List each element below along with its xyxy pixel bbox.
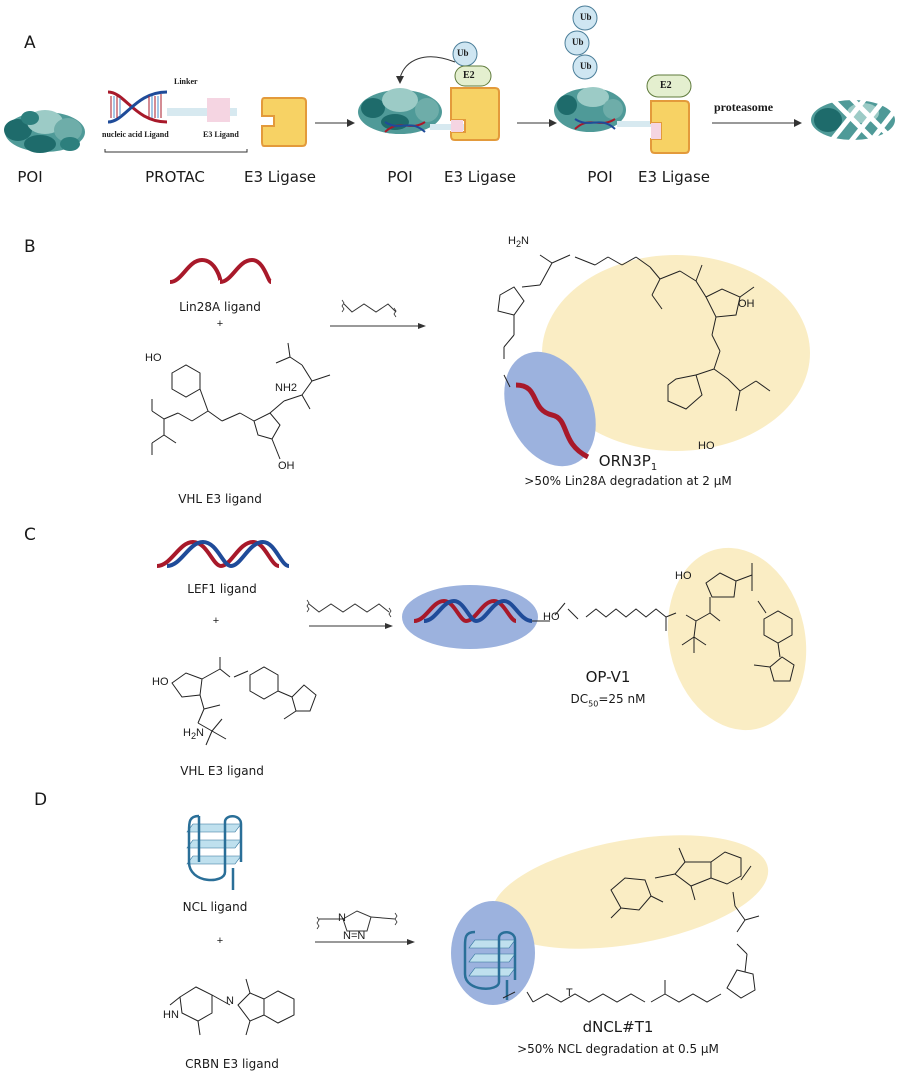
vhl-e3-ligand-label-b: VHL E3 ligand <box>178 492 262 506</box>
e2-label: E2 <box>463 70 475 81</box>
alkyl-linker-arrow-icon <box>330 299 426 329</box>
poi-label: POI <box>17 168 43 186</box>
nucleic-acid-helix-icon <box>107 90 168 124</box>
vhl-ligand-structure-b <box>151 342 331 460</box>
e2-icon <box>454 65 492 87</box>
nucleic-acid-ligand-label: nucleic acid Ligand <box>102 130 169 139</box>
ncl-ligand-label: NCL ligand <box>182 900 248 914</box>
op-v1-structure <box>402 547 807 731</box>
panel-c-letter: C <box>24 525 36 545</box>
atom-ho: HO <box>145 352 162 364</box>
polyubiquitinated-complex-icon <box>554 5 692 154</box>
dncl-t1-structure <box>451 835 769 1005</box>
arrow-icon <box>517 119 557 127</box>
e3-ligand-highlight <box>667 547 807 731</box>
atom-hn: HN <box>163 1009 179 1021</box>
arrow-icon <box>712 119 802 127</box>
e2-label: E2 <box>660 80 672 91</box>
ub-icon <box>572 5 598 31</box>
rna-strand-icon <box>515 382 590 460</box>
e3-ligand-square <box>207 98 230 122</box>
ub-label: Ub <box>457 48 469 58</box>
linker-bar <box>167 108 237 116</box>
orn3p1-activity: >50% Lin28A degradation at 2 μM <box>524 474 732 488</box>
e2-icon <box>646 74 692 98</box>
atom-h2n: H2N <box>183 727 204 742</box>
e3-ligase-icon <box>261 97 307 147</box>
dna-duplex-icon <box>156 539 290 569</box>
rna-ligand-icon <box>169 257 273 284</box>
plus-sign: + <box>212 615 220 627</box>
orn3p1-name: ORN3P1 <box>598 452 658 473</box>
plus-sign: + <box>216 935 224 947</box>
ub-transfer-arrow <box>399 56 456 79</box>
e3-ligase-label-step3: E3 Ligase <box>637 168 711 186</box>
poi-protein-icon <box>4 110 85 153</box>
atom-nh2: NH2 <box>275 382 298 394</box>
dncl-t1-name: dNCL#T1 <box>582 1018 654 1036</box>
op-v1-activity: DC50=25 nM <box>570 692 646 709</box>
lef1-ligand-label: LEF1 ligand <box>187 582 257 596</box>
panel-d-letter: D <box>34 790 48 810</box>
e3-ligand-highlight <box>542 255 810 451</box>
triazole-linker-arrow-icon <box>315 910 415 945</box>
crbn-e3-ligand-label: CRBN E3 ligand <box>185 1057 279 1071</box>
ub-label: Ub <box>580 61 592 71</box>
ub-icon <box>564 30 590 56</box>
vhl-ligand-structure-c <box>171 657 317 746</box>
ub-label: Ub <box>572 37 584 47</box>
atom-ho: HO <box>675 570 692 582</box>
op-v1-name: OP-V1 <box>585 668 631 686</box>
panel-b-letter: B <box>24 237 36 257</box>
linker-label: Linker <box>174 77 198 86</box>
atom-oh: OH <box>738 298 755 310</box>
atom-ho: HO <box>152 676 169 688</box>
e3-ligand-label: E3 Ligand <box>203 130 239 139</box>
proteasome-label: proteasome <box>714 100 774 114</box>
orn3p1-structure <box>497 254 810 467</box>
plus-sign: + <box>216 318 224 330</box>
atom-ho-p: HO <box>543 611 560 623</box>
atom-h2n: H2N <box>508 235 529 250</box>
arrow-icon <box>315 119 355 127</box>
e3-ligase-label-step2: E3 Ligase <box>443 168 517 186</box>
dncl-t1-activity: >50% NCL degradation at 0.5 μM <box>517 1042 719 1056</box>
g-quadruplex-icon <box>463 930 517 1000</box>
atom-n: N <box>226 995 234 1007</box>
vhl-e3-ligand-label-c: VHL E3 ligand <box>180 764 264 778</box>
lin28a-ligand-label: Lin28A ligand <box>179 300 261 314</box>
atom-ho: HO <box>698 440 715 452</box>
degraded-protein-icon <box>811 93 900 147</box>
poi-label-step2: POI <box>387 168 413 186</box>
ub-label: Ub <box>580 12 592 22</box>
e3-ligand-highlight <box>491 835 769 949</box>
poi-label-step3: POI <box>587 168 613 186</box>
atom-oh: OH <box>278 460 295 472</box>
g-quadruplex-icon <box>186 814 243 890</box>
atom-nn: N=N <box>343 930 366 942</box>
atom-t: T <box>566 987 573 999</box>
ternary-complex-icon <box>358 41 500 141</box>
panel-a-letter: A <box>24 33 36 53</box>
protac-icon <box>104 90 248 153</box>
gquad-highlight <box>451 901 535 1005</box>
atom-n: N <box>338 912 346 924</box>
rna-highlight <box>504 351 596 467</box>
protac-label: PROTAC <box>145 168 205 186</box>
ub-icon <box>572 54 598 80</box>
alkyl-linker-arrow-icon <box>306 599 393 629</box>
crbn-ligand-structure <box>169 978 295 1036</box>
e3-ligase-label: E3 Ligase <box>243 168 317 186</box>
protac-bracket <box>104 149 248 153</box>
